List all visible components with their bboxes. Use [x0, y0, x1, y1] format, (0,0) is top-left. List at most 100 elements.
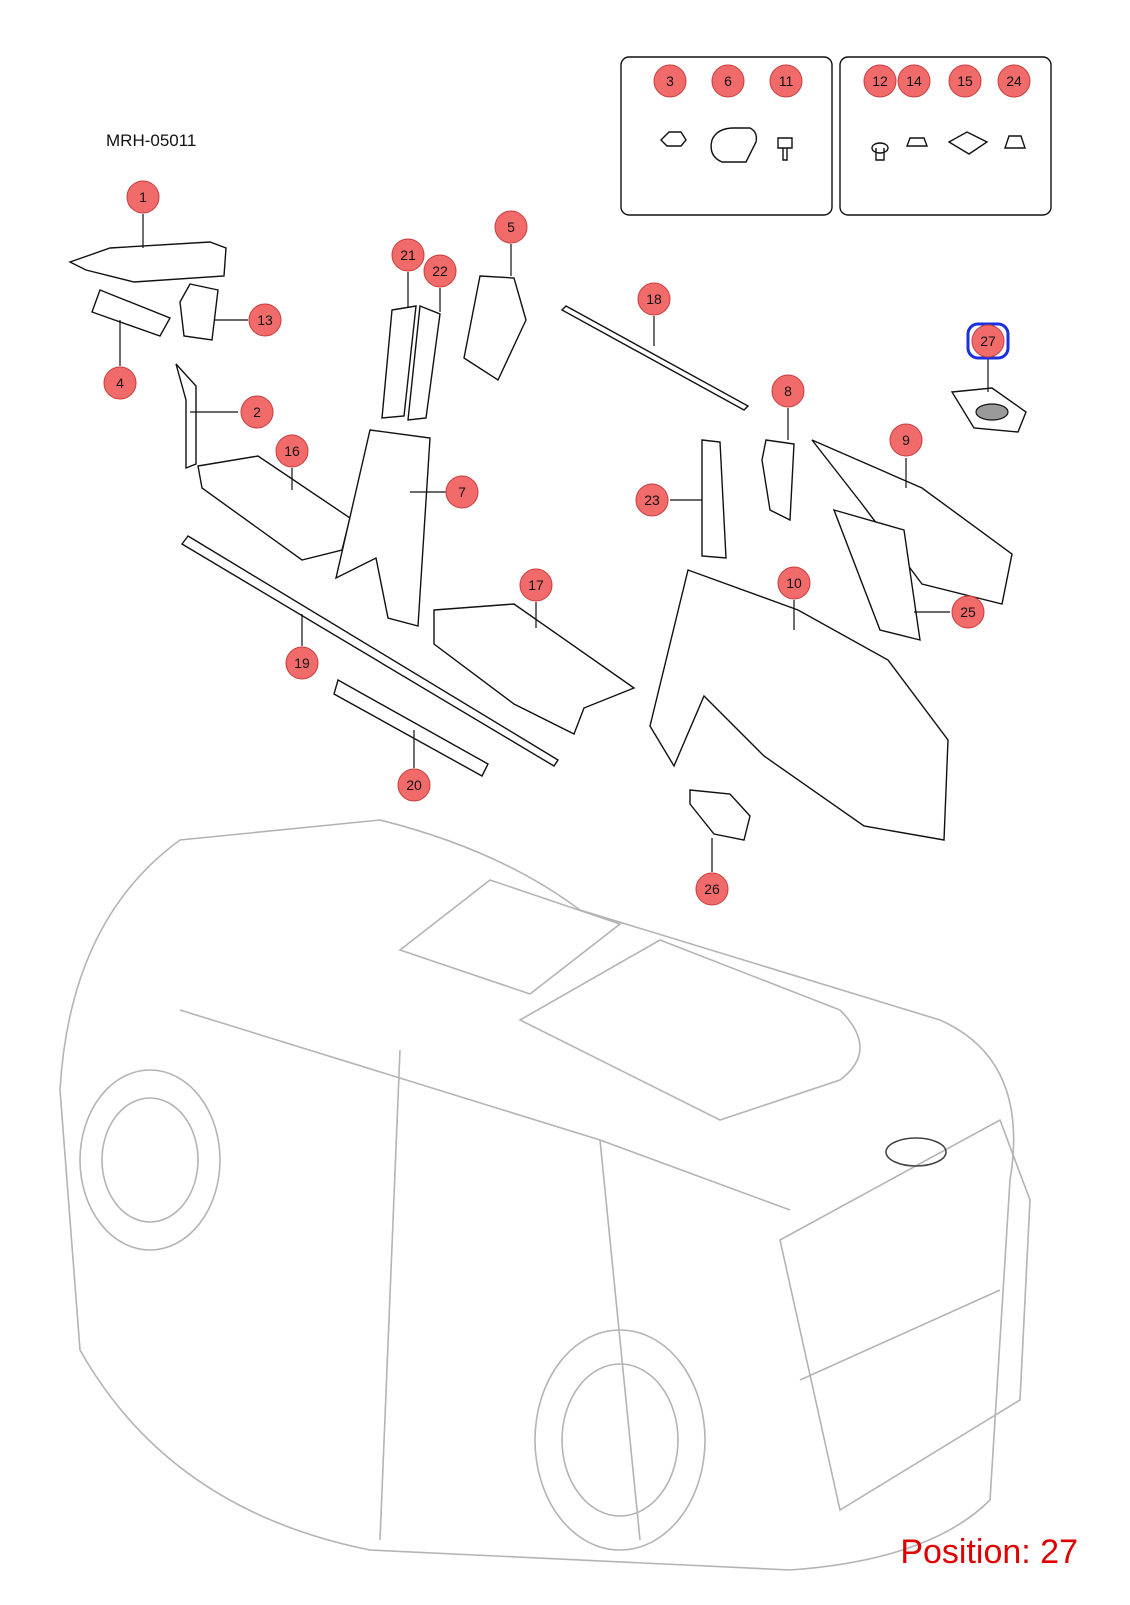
clip-part-3 — [660, 131, 687, 147]
callout-circle — [397, 768, 431, 802]
callout-22[interactable]: 22 — [423, 254, 457, 288]
callout-25[interactable]: 25 — [951, 595, 985, 629]
callout-17[interactable]: 17 — [519, 568, 553, 602]
part-23 — [701, 439, 727, 559]
callout-circle — [103, 366, 137, 400]
bolt-part-11 — [777, 137, 793, 161]
callout-14[interactable]: 14 — [897, 64, 931, 98]
callout-18[interactable]: 18 — [637, 282, 671, 316]
vehicle-outline — [59, 819, 1031, 1571]
callout-label: 8 — [784, 383, 792, 399]
leader-lines — [119, 214, 989, 872]
callout-label: 18 — [646, 291, 662, 307]
callout-label: 16 — [284, 443, 300, 459]
callout-label: 6 — [724, 73, 732, 89]
callout-circle — [771, 374, 805, 408]
part-16 — [197, 455, 351, 561]
callout-circle — [695, 872, 729, 906]
pad-part-15 — [947, 131, 989, 155]
callout-circle — [391, 238, 425, 272]
callout-circle — [423, 254, 457, 288]
callout-21[interactable]: 21 — [391, 238, 425, 272]
callout-3[interactable]: 3 — [653, 64, 687, 98]
callout-label: 19 — [294, 655, 310, 671]
callout-26[interactable]: 26 — [695, 872, 729, 906]
callout-label: 22 — [432, 263, 448, 279]
part-20 — [333, 678, 489, 777]
callout-circle — [997, 64, 1031, 98]
callout-16[interactable]: 16 — [275, 434, 309, 468]
callout-label: 9 — [902, 432, 910, 448]
part-18 — [560, 305, 750, 411]
nut-part-14 — [905, 137, 929, 147]
hardware-inset-2 — [839, 56, 1052, 216]
callout-circle — [126, 180, 160, 214]
part-19 — [180, 535, 559, 767]
callout-10[interactable]: 10 — [777, 566, 811, 600]
part-13 — [179, 283, 219, 341]
callout-label: 23 — [644, 492, 660, 508]
screw-part-12 — [871, 142, 889, 161]
callout-label: 7 — [458, 484, 466, 500]
callout-9[interactable]: 9 — [889, 423, 923, 457]
callout-label: 3 — [666, 73, 674, 89]
part-25 — [832, 508, 921, 641]
callout-1[interactable]: 1 — [126, 180, 160, 214]
callout-label: 13 — [257, 312, 273, 328]
part-8 — [761, 439, 795, 522]
callout-20[interactable]: 20 — [397, 768, 431, 802]
part-22 — [407, 305, 441, 421]
callout-circle — [863, 64, 897, 98]
callout-5[interactable]: 5 — [494, 210, 528, 244]
callout-circle — [275, 434, 309, 468]
callout-19[interactable]: 19 — [285, 646, 319, 680]
callout-circle — [971, 324, 1005, 358]
part-9 — [811, 439, 1013, 605]
callout-label: 11 — [779, 73, 794, 89]
callout-6[interactable]: 6 — [711, 64, 745, 98]
callout-24[interactable]: 24 — [997, 64, 1031, 98]
callout-circle — [519, 568, 553, 602]
callout-12[interactable]: 12 — [863, 64, 897, 98]
trim-parts — [68, 241, 1027, 841]
callout-27[interactable]: 27 — [966, 322, 1010, 360]
callout-7[interactable]: 7 — [445, 475, 479, 509]
bracket-part-6 — [710, 127, 758, 163]
callout-circle — [951, 595, 985, 629]
callout-15[interactable]: 15 — [948, 64, 982, 98]
selected-callout-ring — [966, 322, 1010, 360]
callout-label: 4 — [116, 375, 124, 391]
callout-circle — [653, 64, 687, 98]
callout-23[interactable]: 23 — [635, 483, 669, 517]
callout-13[interactable]: 13 — [248, 303, 282, 337]
callout-label: 17 — [528, 577, 544, 593]
callout-11[interactable]: 11 — [769, 64, 803, 98]
callout-label: 27 — [980, 333, 996, 349]
part-1 — [68, 241, 227, 283]
position-readout: Position: 27 — [900, 1533, 1078, 1571]
callout-circle — [635, 483, 669, 517]
callout-circle — [248, 303, 282, 337]
callout-label: 10 — [786, 575, 802, 591]
callout-circle — [897, 64, 931, 98]
callout-circle — [285, 646, 319, 680]
callout-circle — [637, 282, 671, 316]
callout-8[interactable]: 8 — [771, 374, 805, 408]
callout-circle — [494, 210, 528, 244]
callout-label: 1 — [139, 189, 147, 205]
callout-circle — [445, 475, 479, 509]
callout-label: 15 — [957, 73, 973, 89]
callout-2[interactable]: 2 — [240, 395, 274, 429]
callout-label: 24 — [1006, 73, 1022, 89]
part-10 — [649, 569, 949, 841]
callout-label: 5 — [507, 219, 515, 235]
callout-label: 20 — [406, 777, 422, 793]
callout-label: 12 — [872, 73, 888, 89]
callout-4[interactable]: 4 — [103, 366, 137, 400]
callout-circle — [711, 64, 745, 98]
part-5 — [463, 275, 527, 382]
part-4 — [91, 289, 171, 337]
callout-label: 14 — [906, 73, 922, 89]
